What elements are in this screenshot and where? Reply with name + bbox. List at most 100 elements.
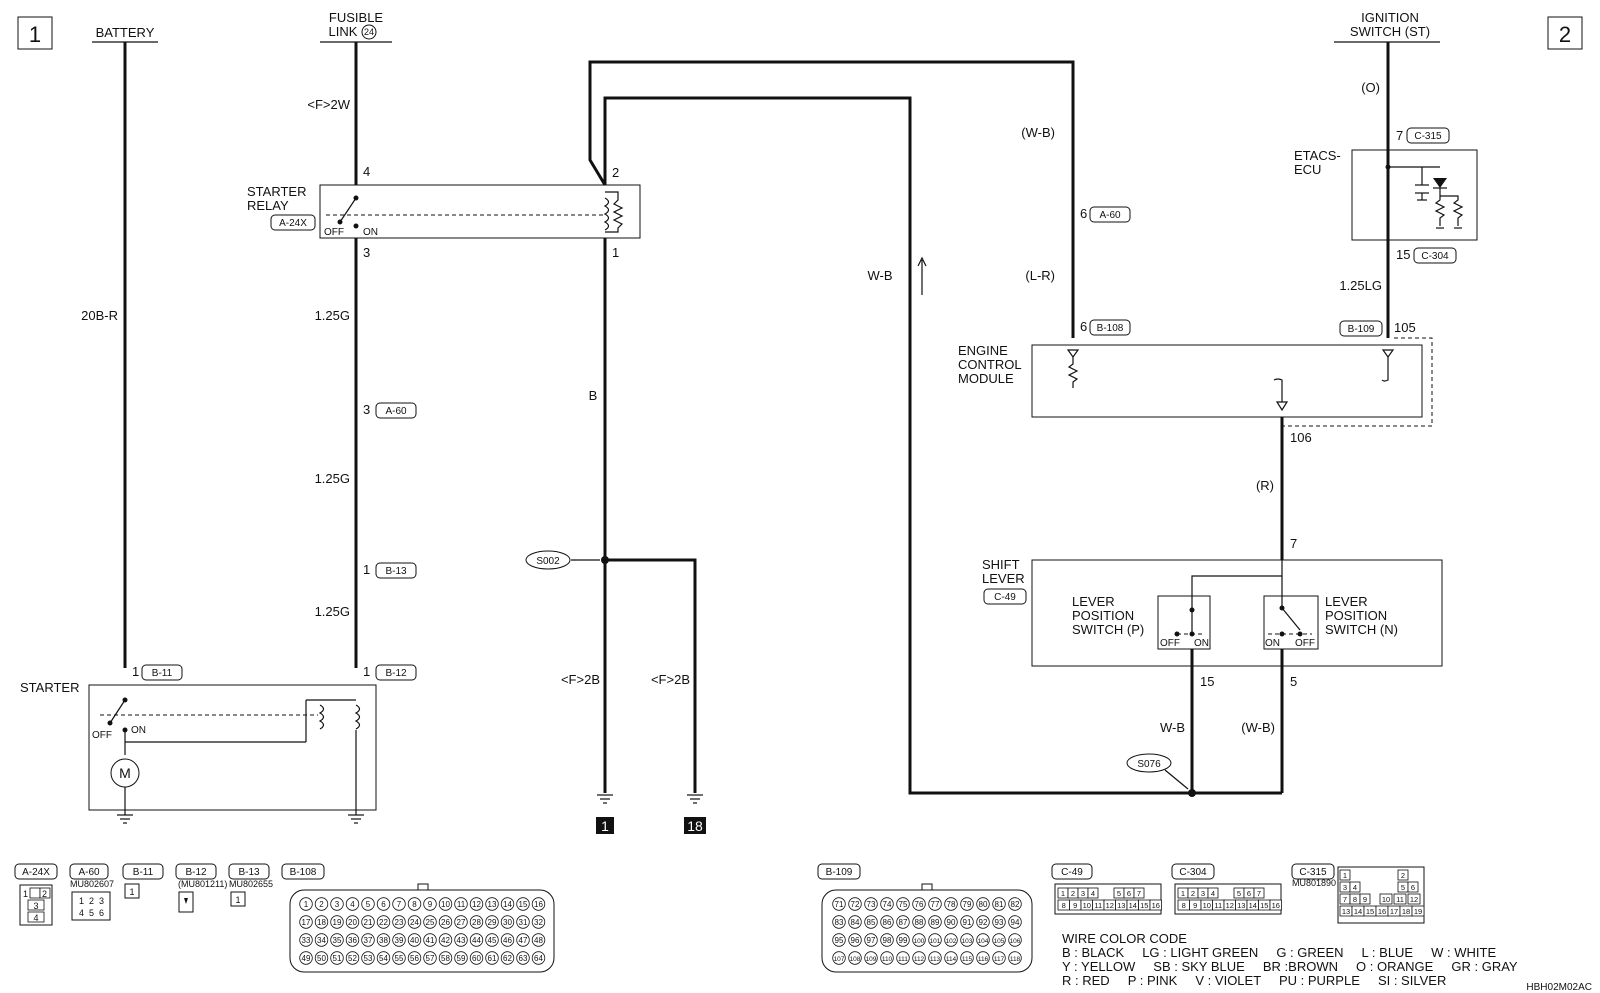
c315-pin-17: 17 <box>1390 907 1398 916</box>
b108-pin-31-circle <box>516 915 530 929</box>
b108-pin-25-circle <box>423 915 437 929</box>
c304-pin-14: 14 <box>1249 901 1257 910</box>
b108-pin-56-circle <box>407 951 422 965</box>
b109-pin-102: 102 <box>946 938 957 945</box>
c304-pin-6: 6 <box>1247 889 1251 898</box>
b109-pin-91-circle <box>960 915 974 929</box>
b109-pin-74: 74 <box>883 900 892 909</box>
b109-pin-72-circle <box>848 897 862 911</box>
ecm-label-1: ENGINE <box>958 343 1008 358</box>
b108-pin-57-circle <box>423 951 437 965</box>
b108-pin-9-circle <box>423 897 437 911</box>
c49-pin-13: 13 <box>1117 901 1125 910</box>
etacs-label-1: ETACS- <box>1294 148 1341 163</box>
b109-pin-111-circle <box>896 951 910 965</box>
starter-label: STARTER <box>20 680 79 695</box>
b108-pin-48: 48 <box>534 936 543 945</box>
b108-pin-20: 20 <box>348 918 357 927</box>
legend-a24x-pin-4: 4 <box>33 913 38 923</box>
b109-pin-109: 109 <box>866 956 877 963</box>
b108-pin-26-circle <box>438 915 453 929</box>
c315-pin-4-cell <box>1349 881 1361 893</box>
wire-label-1-25g-c: 1.25G <box>315 604 350 619</box>
pin-relay-1: 1 <box>612 245 619 260</box>
b109-pin-99-circle <box>896 933 910 947</box>
b109-pin-91: 91 <box>963 918 972 927</box>
fusible-link-label-2: LINK <box>329 24 358 39</box>
c49-pin-9: 9 <box>1073 901 1077 910</box>
b108-pin-56: 56 <box>410 954 419 963</box>
c304-pin-15: 15 <box>1260 901 1268 910</box>
b109-pin-101-circle <box>928 933 942 947</box>
wire-label-1-25g-b: 1.25G <box>315 471 350 486</box>
b108-pin-27: 27 <box>457 918 466 927</box>
c304-pin-7-cell <box>1253 887 1265 899</box>
b109-pin-108: 108 <box>850 956 861 963</box>
b108-pin-7-circle <box>392 897 406 911</box>
c315-pin-16: 16 <box>1378 907 1386 916</box>
b108-pin-7: 7 <box>397 900 402 909</box>
b109-pin-90-circle <box>944 915 958 929</box>
b108-pin-13: 13 <box>488 900 497 909</box>
b108-pin-63: 63 <box>519 954 528 963</box>
wire-label-w-b-bottom-paren: (W-B) <box>1241 720 1275 735</box>
b108-pin-64-circle <box>531 951 546 965</box>
c304-pin-3: 3 <box>1201 889 1205 898</box>
b109-pin-87: 87 <box>899 918 908 927</box>
c315-pin-10-cell <box>1379 893 1393 905</box>
b108-pin-35-circle <box>330 933 344 947</box>
b108-pin-62: 62 <box>503 954 512 963</box>
starter-relay-label-1: STARTER <box>247 184 306 199</box>
b108-pin-62-circle <box>500 951 515 965</box>
legend-b108-tag: B-108 <box>290 867 317 878</box>
wire-label-w-b-vertical: W-B <box>867 268 892 283</box>
c304-pin-1: 1 <box>1181 889 1185 898</box>
b108-pin-16: 16 <box>534 900 543 909</box>
c315-pin-1-cell <box>1339 869 1351 881</box>
engine-control-module-box <box>1031 344 1423 418</box>
b108-pin-55-circle <box>392 951 406 965</box>
b109-pin-116-circle <box>976 951 990 965</box>
b108-pin-42: 42 <box>441 936 450 945</box>
b108-pin-47: 47 <box>519 936 528 945</box>
b109-pin-97: 97 <box>867 936 876 945</box>
b109-pin-103-circle <box>960 933 974 947</box>
c49-pin-16: 16 <box>1152 901 1160 910</box>
etacs-ecu-box <box>1351 149 1478 241</box>
b108-pin-38: 38 <box>379 936 388 945</box>
b109-pin-80: 80 <box>979 900 988 909</box>
pin-ecm-106: 106 <box>1290 430 1312 445</box>
b109-pin-75: 75 <box>899 900 908 909</box>
connector-b11-tag: B-11 <box>152 668 173 679</box>
b108-pin-6: 6 <box>381 900 386 909</box>
legend-a24x-pin-1: 1 <box>23 889 28 899</box>
legend-b12-tag: B-12 <box>185 867 207 878</box>
c315-pin-12-cell <box>1407 893 1421 905</box>
b108-pin-60-circle <box>469 951 484 965</box>
legend-a60-pin-2: 2 <box>89 896 94 906</box>
legend-a60-pin-1: 1 <box>79 896 84 906</box>
b109-pin-112-circle <box>912 951 926 965</box>
ground-18: 18 <box>687 818 703 834</box>
pin-b12-1: 1 <box>363 664 370 679</box>
b109-pin-94-circle <box>1008 915 1022 929</box>
b109-pin-104-circle <box>976 933 990 947</box>
pin-c49-15: 15 <box>1200 674 1214 689</box>
lps-n-label-1: LEVER <box>1325 594 1368 609</box>
b109-pin-115: 115 <box>962 956 973 963</box>
wire-color-code: WIRE COLOR CODE B : BLACK LG : LIGHT GRE… <box>1062 931 1518 988</box>
b109-pin-74-circle <box>880 897 894 911</box>
b108-pin-35: 35 <box>333 936 342 945</box>
c315-pin-18: 18 <box>1402 907 1410 916</box>
legend-a60-pin-3: 3 <box>99 896 104 906</box>
legend-mu802655: MU802655 <box>229 879 273 889</box>
legend-b13-pin: 1 <box>235 895 240 905</box>
b109-pin-76-circle <box>912 897 926 911</box>
b109-pin-95: 95 <box>835 936 844 945</box>
b108-pin-61-circle <box>485 951 499 965</box>
b108-pin-20-circle <box>345 915 360 929</box>
b108-pin-54: 54 <box>379 954 388 963</box>
b109-pin-89-circle <box>928 915 942 929</box>
ground-1: 1 <box>601 818 609 834</box>
